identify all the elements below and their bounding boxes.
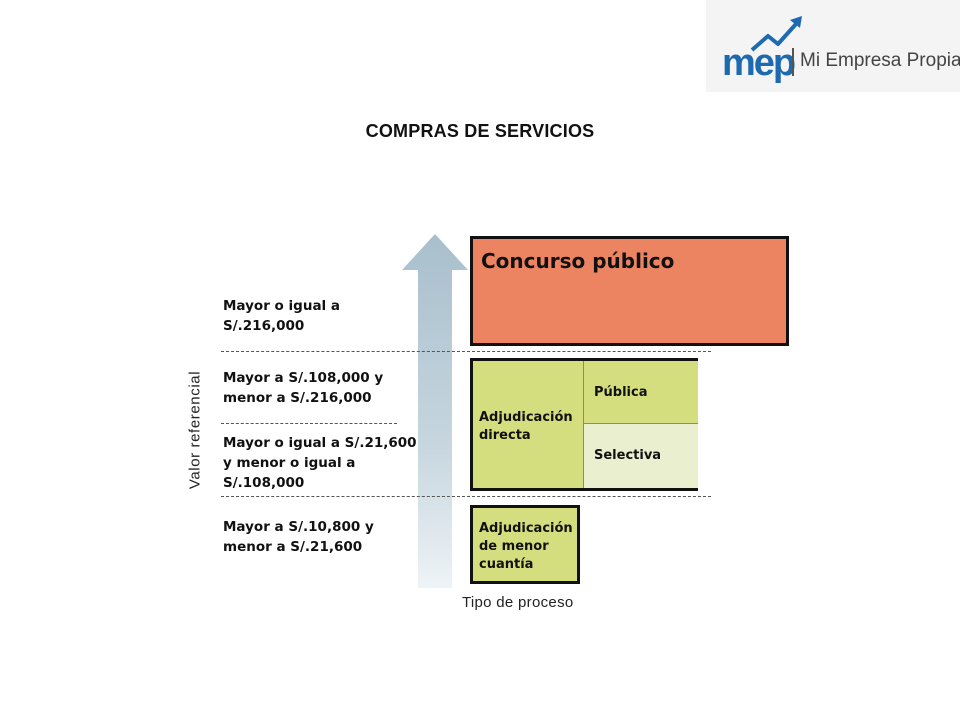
- logo-text: Mi Empresa Propia: [800, 50, 960, 71]
- vertical-axis-label: Valor referencial: [186, 370, 204, 490]
- publica-cell: Pública: [583, 361, 698, 424]
- publica-label: Pública: [594, 385, 648, 400]
- logo-mark: mep: [722, 42, 796, 84]
- concurso-publico-label: Concurso público: [481, 249, 675, 273]
- logo-separator: [792, 48, 794, 76]
- divider-line: [221, 351, 711, 352]
- concurso-publico-box: Concurso público: [470, 236, 789, 346]
- brand-logo: mep Mi Empresa Propia: [706, 0, 960, 92]
- horizontal-axis-label: Tipo de proceso: [462, 594, 574, 611]
- divider-line: [221, 423, 397, 424]
- selectiva-cell: Selectiva: [583, 424, 698, 488]
- selectiva-label: Selectiva: [594, 448, 662, 463]
- growth-arrow-icon: [750, 16, 802, 52]
- divider-line: [221, 496, 711, 497]
- page-title: COMPRAS DE SERVICIOS: [365, 121, 595, 141]
- up-arrow-icon: [402, 234, 468, 588]
